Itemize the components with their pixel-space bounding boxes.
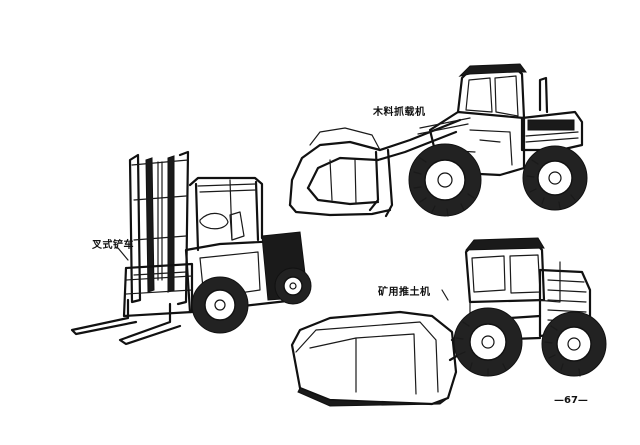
loader-front-hub: [437, 172, 453, 188]
loader-grapple-forks: [288, 140, 394, 218]
mining-bulldozer-label: 矿用推土机: [378, 287, 431, 298]
dozer-blade-inner: [309, 333, 417, 395]
forklift-seat: [229, 211, 245, 241]
dozer-front-tread: [455, 321, 507, 377]
loader-cab-window-2: [494, 75, 519, 117]
forklift-fork-left: [70, 298, 138, 336]
dozer-engine-body: [538, 268, 592, 338]
dozer-cab-roof: [464, 237, 545, 251]
forklift-guard-grid: [197, 179, 257, 241]
dozer-blade-front-face: [295, 321, 439, 393]
forklift-steering-wheel: [199, 212, 229, 230]
wood-log-loader-drawing: [288, 63, 588, 218]
loader-lift-arm: [376, 118, 462, 162]
loader-grapple-tines: [288, 186, 392, 217]
forklift-label: 叉式铲车: [92, 240, 134, 251]
forklift-leader-line: [117, 247, 129, 261]
loader-grapple-clamp: [309, 127, 381, 205]
dozer-engine-grille: [547, 279, 587, 323]
forklift-overhead-guard: [188, 176, 264, 252]
forklift-mast-inner: [145, 155, 175, 293]
mining-bulldozer-drawing: [290, 237, 607, 407]
dozer-front-hub: [481, 335, 495, 349]
forklift-mast-crossbars: [131, 159, 189, 276]
loader-tilt-cylinder: [417, 117, 471, 135]
loader-hood-lines: [525, 131, 579, 143]
dozer-blade-edge: [297, 387, 449, 407]
loader-cab-window: [465, 77, 493, 113]
forklift-rear-hub: [289, 282, 297, 290]
dozer-leader-line: [441, 289, 449, 301]
dozer-rear-tread: [544, 325, 581, 377]
page-number: —67—: [554, 395, 588, 406]
loader-exhaust-stack: [538, 76, 549, 114]
forklift-drawing: [70, 150, 312, 346]
forklift-carriage-bars: [125, 275, 193, 295]
wood-loader-label: 木料抓载机: [373, 107, 426, 118]
forklift-fork-right: [118, 302, 182, 346]
dozer-cab-window: [471, 254, 541, 294]
loader-rear-tread: [526, 159, 576, 209]
forklift-front-hub: [214, 299, 226, 311]
dozer-rear-hub: [567, 337, 581, 351]
forklift-chain: [157, 161, 163, 281]
loader-brand-plate: [527, 119, 575, 131]
forklift-mast-outer: [128, 150, 190, 306]
loader-rear-hub: [548, 171, 562, 185]
loader-front-tread: [413, 157, 475, 217]
loader-engine-hood: [520, 110, 584, 152]
loader-cab-roof: [458, 63, 527, 77]
